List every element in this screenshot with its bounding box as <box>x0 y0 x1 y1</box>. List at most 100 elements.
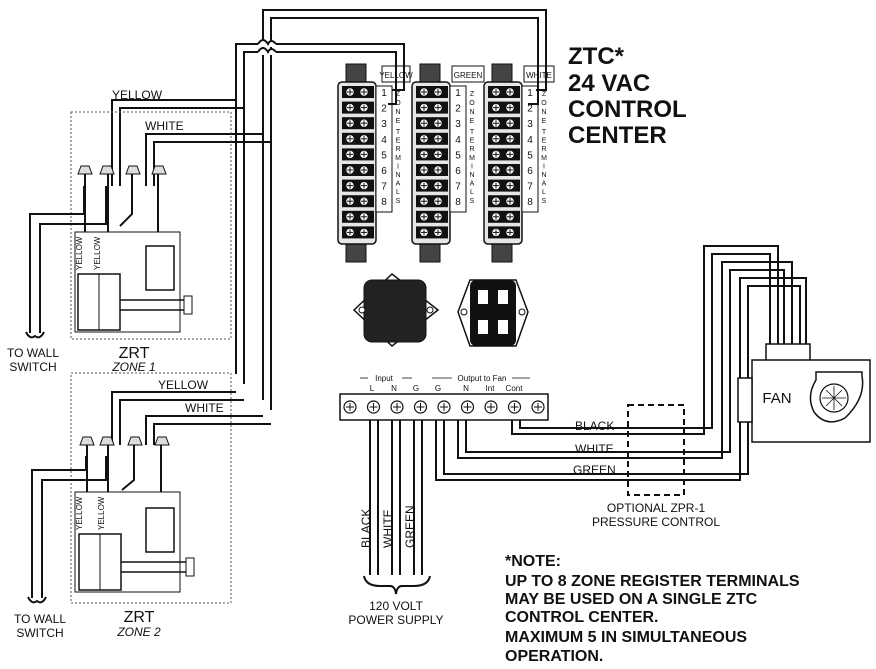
zone-vertical-letter: Z <box>542 91 547 98</box>
zone-2-switch-line-2: SWITCH <box>16 626 63 640</box>
zone-terminal-number: 7 <box>381 182 387 193</box>
zone-1-yellow-label: YELLOW <box>112 88 163 102</box>
note-heading: *NOTE: <box>505 553 561 570</box>
zone-vertical-letter: Z <box>396 91 401 98</box>
terminals-vertical-letter: T <box>470 129 475 136</box>
zone-1-title: ZRT <box>119 345 150 362</box>
zone-1-module: YELLOW WHITE YELLOW YELLOW TO WALL SWITC… <box>7 88 232 374</box>
terminals-vertical-letter: N <box>469 172 474 179</box>
zone-vertical-letter: O <box>395 100 401 107</box>
zone-vertical-letter: E <box>470 118 475 125</box>
fan-wire-black: BLACK <box>575 419 614 433</box>
zone-vertical-letter: N <box>469 109 474 116</box>
relay <box>457 279 529 347</box>
zone-vertical-letter: O <box>541 100 547 107</box>
fan-wire-white: WHITE <box>575 442 614 456</box>
terminals-vertical-letter: R <box>469 146 474 153</box>
terminals-vertical-letter: T <box>542 129 547 136</box>
title-line-3: CONTROL <box>568 96 687 123</box>
terminal-label: G <box>413 384 419 393</box>
zone-terminal-number: 8 <box>527 197 533 208</box>
terminals-vertical-letter: A <box>542 181 547 188</box>
fan-label: FAN <box>762 390 791 407</box>
zone-terminal-number: 3 <box>455 119 461 130</box>
zone-terminal-number: 1 <box>527 88 533 99</box>
terminals-vertical-letter: A <box>396 181 401 188</box>
title-line-4: CENTER <box>568 122 667 149</box>
power-wire-black: BLACK <box>359 509 373 548</box>
terminals-vertical-letter: M <box>541 155 547 162</box>
zone-2-white-label: WHITE <box>185 401 224 415</box>
zone-terminal-number: 8 <box>381 197 387 208</box>
zone-2-title: ZRT <box>124 609 155 626</box>
terminals-vertical-letter: I <box>543 163 545 170</box>
zone-2-yellow-label: YELLOW <box>158 378 209 392</box>
terminals-vertical-letter: R <box>395 146 400 153</box>
pressure-line-1: OPTIONAL ZPR-1 <box>607 501 706 515</box>
title-line-2: 24 VAC <box>568 70 650 97</box>
zone-1-wire-nuts <box>77 165 167 175</box>
power-wire-white: WHITE <box>381 509 395 548</box>
note-line-2: MAY BE USED ON A SINGLE ZTC <box>505 591 758 608</box>
terminals-vertical-letter: N <box>541 172 546 179</box>
strip-headers: YELLOW GREEN WHITE <box>379 65 555 83</box>
note-line-1: UP TO 8 ZONE REGISTER TERMINALS <box>505 573 800 590</box>
terminals-vertical-letter: N <box>395 172 400 179</box>
zone-terminal-number: 1 <box>455 88 461 99</box>
pressure-line-2: PRESSURE CONTROL <box>592 515 720 529</box>
title-line-1: ZTC* <box>568 43 625 70</box>
note-line-3: CONTROL CENTER. <box>505 609 658 626</box>
zone-1-coil-label-b: YELLOW <box>93 236 102 270</box>
fan-unit: FAN <box>737 343 871 443</box>
control-wires <box>111 9 547 445</box>
zone-terminal-number: 2 <box>455 104 461 115</box>
terminals-vertical-letter: A <box>470 181 475 188</box>
zone-terminal-number: 2 <box>527 104 533 115</box>
terminals-vertical-letter: S <box>396 198 401 205</box>
terminals-vertical-letter: L <box>396 189 400 196</box>
terminals-vertical-letter: S <box>542 198 547 205</box>
zone-terminal-number: 4 <box>455 135 461 146</box>
zone-vertical-letter: Z <box>470 91 475 98</box>
fan-blade-icon <box>822 386 846 410</box>
output-label: Output to Fan <box>458 374 507 383</box>
zone-1-switch-line-2: SWITCH <box>9 360 56 374</box>
zone-terminal-number: 2 <box>381 104 387 115</box>
terminal-label: N <box>391 384 397 393</box>
zone-terminal-number: 4 <box>527 135 533 146</box>
pressure-control: OPTIONAL ZPR-1 PRESSURE CONTROL <box>592 404 720 529</box>
zone-2-coil-label-b: YELLOW <box>97 496 106 530</box>
terminals-vertical-letter: M <box>395 155 401 162</box>
zone-2-wire-nuts <box>79 436 170 446</box>
zone-vertical-letter: N <box>541 109 546 116</box>
zone-terminal-number: 1 <box>381 88 387 99</box>
terminals-vertical-letter: L <box>470 189 474 196</box>
zone-1-coil-label-a: YELLOW <box>75 236 84 270</box>
zone-terminal-number: 5 <box>527 150 533 161</box>
terminal-label: Int <box>486 384 496 393</box>
terminal-label: Cont <box>506 384 524 393</box>
zone-2-coil-label-a: YELLOW <box>75 496 84 530</box>
zone-terminal-number: 6 <box>381 166 387 177</box>
power-line-1: 120 VOLT <box>369 599 423 613</box>
zone-vertical-letter: E <box>542 118 547 125</box>
terminals-vertical-letter: E <box>470 138 475 145</box>
terminals-vertical-letter: L <box>542 189 546 196</box>
zone-2-module: YELLOW WHITE YELLOW YELLOW TO WALL SWITC… <box>14 372 232 640</box>
terminals-vertical-letter: I <box>471 163 473 170</box>
note-line-5: OPERATION. <box>505 648 603 665</box>
zone-vertical-letter: E <box>396 118 401 125</box>
power-line-2: POWER SUPPLY <box>348 613 443 627</box>
terminals-vertical-letter: E <box>542 138 547 145</box>
note-line-4: MAXIMUM 5 IN SIMULTANEOUS <box>505 629 747 646</box>
control-center-title: ZTC* 24 VAC CONTROL CENTER <box>568 43 687 149</box>
zone-terminal-strips: 12345678ZONETERMINALS12345678ZONETERMINA… <box>337 63 547 263</box>
terminals-vertical-letter: E <box>396 138 401 145</box>
zone-terminal-number: 7 <box>527 182 533 193</box>
zone-2-switch-line-1: TO WALL <box>14 612 66 626</box>
zone-terminal-number: 7 <box>455 182 461 193</box>
